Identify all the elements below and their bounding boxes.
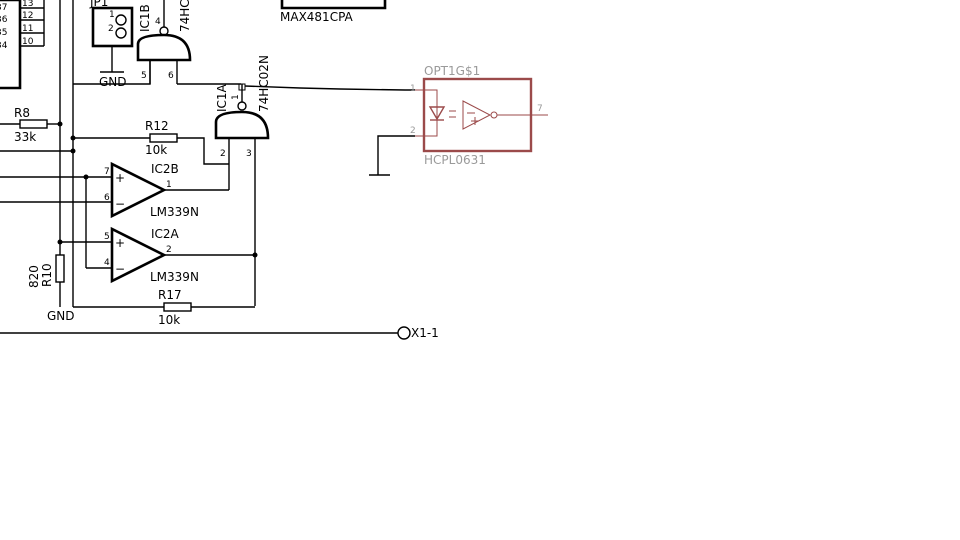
r17-body [163,302,192,312]
gnd-label: GND [47,309,75,323]
optocoupler: OPT1G$1 1 2 7 HCPL0631 [410,64,548,167]
optocoupler-part: HCPL0631 [424,153,486,167]
r12-resistor: R12 10k [73,119,229,165]
x1-connector: X1-1 [0,326,439,340]
r17-name: R17 [158,288,182,302]
left-chip-pin-label: 37 [0,3,7,13]
ic1a-body [214,110,270,140]
r10-name: R10 [40,263,54,287]
ic1a-inverter-bubble [237,101,247,111]
r10-value: 820 [27,265,41,288]
ic2b-pin-out: 1 [166,180,172,190]
ic2b-part: LM339N [150,205,199,219]
r17-value: 10k [158,313,180,327]
ic2b-body [110,161,167,219]
ic1a-name: IC1A [215,83,229,112]
ic2a-part: LM339N [150,270,199,284]
ic2a-pin-minus: 4 [104,258,110,268]
ic2b-pin-plus: 7 [104,167,110,177]
optocoupler-pin2: 2 [410,126,416,136]
max481-chip: MAX481CPA [280,0,387,24]
ic2a-comparator: + − 5 4 2 IC2A LM339N [104,226,199,284]
r12-value: 10k [145,143,167,157]
ic2a-name: IC2A [151,227,180,241]
optocoupler-pin7: 7 [537,104,543,114]
ic1a-part: 74HC02N [257,55,271,112]
optocoupler-name: OPT1G$1 [424,64,480,78]
ic2b-plus: + [115,171,125,185]
left-chip-pin-label: 35 [0,28,7,38]
ic1a-pin-b: 3 [246,149,252,159]
jp1-label: JP1 [89,0,108,9]
junction-dot [70,135,76,141]
ic1a-gate: 2 3 1 IC1A 74HC02N [214,55,271,306]
jp1-jumper: 1 2 JP1 GND [89,0,134,89]
ic1b-gate: 5 6 4 IC1B 74HC [136,0,192,84]
connector-label: X1-1 [411,326,439,340]
r8-resistor: R8 33k [0,106,60,144]
junction-dot [252,252,258,258]
ic1b-part: 74HC [178,0,192,32]
r10-body [55,254,65,283]
r10-resistor: 820 R10 [27,254,65,288]
ic1b-pin-a: 5 [141,71,147,81]
wire-to-optocoupler [244,85,415,91]
r12-body [149,133,178,143]
junction-dot [57,239,63,245]
left-chip-pin-number: 10 [22,37,34,47]
ic1b-pin-b: 6 [168,71,174,81]
optocoupler-pin1: 1 [410,84,416,94]
left-chip-pin-label: 34 [0,41,8,51]
jp1-pad [115,14,127,26]
r12-name: R12 [145,119,169,133]
r17-resistor: R17 10k [73,288,255,327]
ic2a-minus: − [115,262,125,276]
r8-value: 33k [14,130,36,144]
ic2b-name: IC2B [151,162,179,176]
ic2a-pin-plus: 5 [104,232,110,242]
wire [177,137,229,165]
jp1-gnd-label: GND [99,75,127,89]
inverter-bubble [490,111,498,119]
ic2a-plus: + [115,236,125,250]
left-chip-pin-number: 13 [22,0,33,9]
optocoupler-led-wire [424,89,438,137]
connector-pad [397,326,411,340]
jp1-pin2-label: 2 [108,24,114,34]
r8-name: R8 [14,106,30,120]
junction-marker [238,83,246,91]
jp1-pin1-label: 1 [109,10,115,20]
ic1b-pin-out: 4 [155,17,161,27]
junction-dot [70,148,76,154]
ic2a-pin-out: 2 [166,245,172,255]
led-icon [428,106,446,121]
ic2b-pin-minus: 6 [104,193,110,203]
max481-label: MAX481CPA [280,10,354,24]
left-chip-pin-number: 11 [22,24,33,34]
max481-body [280,0,387,10]
left-chip: 13 12 11 10 37 36 35 34 [0,0,44,90]
ic1a-pin-out: 1 [231,94,241,100]
junction-dot [57,121,63,127]
ic1b-body [136,33,192,62]
jp1-pad [115,27,127,39]
ic2b-minus: − [115,197,125,211]
left-chip-pin-label: 36 [0,15,8,25]
left-chip-pin-number: 12 [22,11,33,21]
wire-opt-pin2 [377,135,415,175]
ic1b-name: IC1B [138,4,152,32]
left-chip-body [0,0,22,90]
ic2a-body [110,226,167,284]
r8-body [19,119,48,129]
ic2b-comparator: + − 7 6 1 IC2B LM339N [104,161,199,219]
ic1a-pin-a: 2 [220,149,226,159]
inverter-icon [462,100,492,130]
